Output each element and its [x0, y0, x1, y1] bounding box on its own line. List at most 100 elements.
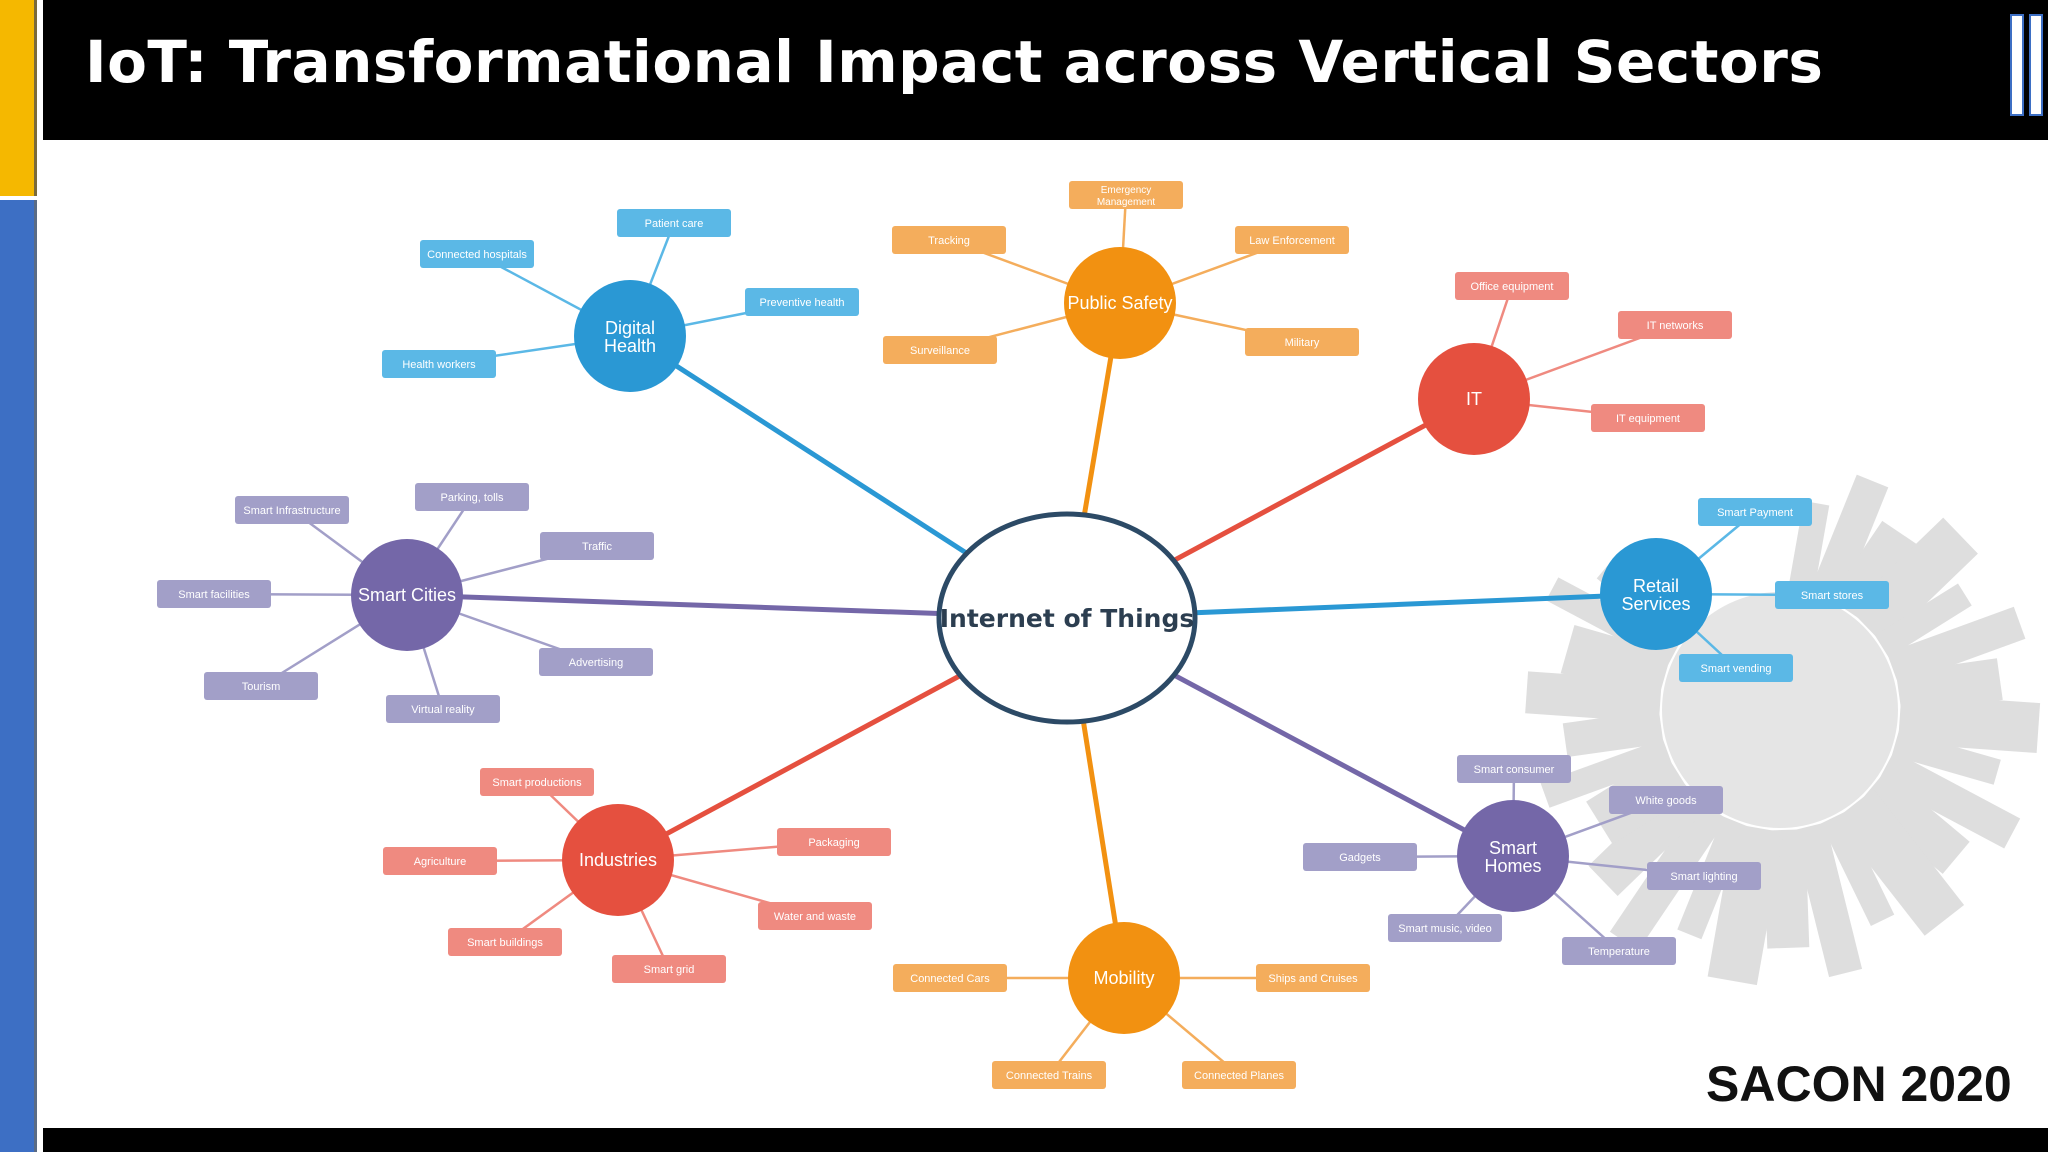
sector-label: Retail [1633, 576, 1679, 596]
leaf-node-smart-homes: Gadgets [1303, 843, 1417, 871]
leaf-label: Health workers [402, 359, 476, 371]
leaf-node-smart-homes: Smart consumer [1457, 755, 1571, 783]
leaf-box [204, 672, 318, 700]
leaf-label: Patient care [645, 218, 704, 230]
leaf-node-smart-homes: Temperature [1562, 937, 1676, 965]
leaf-label: Smart stores [1801, 590, 1864, 602]
city-skyline-decoration [1525, 474, 2041, 986]
leaf-label: Parking, tolls [441, 492, 504, 504]
leaf-label: Surveillance [910, 345, 970, 357]
sector-node-industries: Industries [562, 804, 674, 916]
leaf-node-smart-cities: Traffic [540, 532, 654, 560]
leaf-node-smart-cities: Smart Infrastructure [235, 496, 349, 524]
leaf-node-industries: Smart productions [480, 768, 594, 796]
leaf-box [1182, 1061, 1296, 1089]
leaf-label: Connected Cars [910, 973, 990, 985]
leaf-box [540, 532, 654, 560]
leaf-label: Tourism [242, 681, 281, 693]
leaf-label: Smart productions [492, 777, 582, 789]
leaf-node-it: IT equipment [1591, 404, 1705, 432]
leaf-box [539, 648, 653, 676]
leaf-box [617, 209, 731, 237]
sector-label: Digital [605, 318, 655, 338]
leaf-label: Smart Payment [1717, 507, 1793, 519]
leaf-label: Connected Planes [1194, 1070, 1284, 1082]
leaf-label: Smart Infrastructure [243, 505, 340, 517]
leaf-box [1591, 404, 1705, 432]
leaf-box [480, 768, 594, 796]
leaf-box [1455, 272, 1569, 300]
leaf-label: White goods [1635, 795, 1697, 807]
leaf-label: Temperature [1588, 946, 1650, 958]
leaf-box [1609, 786, 1723, 814]
leaf-node-smart-cities: Advertising [539, 648, 653, 676]
footer-brand: SACON 2020 [1706, 1056, 2012, 1112]
leaf-node-it: IT networks [1618, 311, 1732, 339]
leaf-node-digital-health: Connected hospitals [420, 240, 534, 268]
leaf-node-mobility: Ships and Cruises [1256, 964, 1370, 992]
sector-node-mobility: Mobility [1068, 922, 1180, 1034]
leaf-node-industries: Smart buildings [448, 928, 562, 956]
sector-label: Services [1621, 594, 1690, 614]
leaf-box [992, 1061, 1106, 1089]
sector-circle [1600, 538, 1712, 650]
leaf-label: Military [1285, 337, 1320, 349]
leaf-label: Connected Trains [1006, 1070, 1093, 1082]
leaf-node-public-safety: Military [1245, 328, 1359, 356]
connector-digital-health [628, 333, 969, 556]
leaf-box [1775, 581, 1889, 609]
leaf-label: Smart vending [1701, 663, 1772, 675]
leaf-label: IT networks [1647, 320, 1704, 332]
sector-circle [574, 280, 686, 392]
sector-label: Homes [1484, 856, 1541, 876]
leaf-node-industries: Water and waste [758, 902, 872, 930]
leaf-box [1562, 937, 1676, 965]
sector-label: Mobility [1093, 968, 1154, 988]
leaf-node-mobility: Connected Cars [893, 964, 1007, 992]
leaf-box [883, 336, 997, 364]
leaf-node-public-safety: Tracking [892, 226, 1006, 254]
leaf-label: Management [1097, 197, 1156, 208]
connector-smart-homes [1172, 672, 1515, 859]
leaf-box [420, 240, 534, 268]
sector-node-smart-cities: Smart Cities [351, 539, 463, 651]
leaf-label: Gadgets [1339, 852, 1381, 864]
sector-node-public-safety: Public Safety [1064, 247, 1176, 359]
leaf-box [157, 580, 271, 608]
leaf-label: Emergency [1101, 185, 1152, 196]
leaf-node-public-safety: Surveillance [883, 336, 997, 364]
leaf-label: Smart consumer [1474, 764, 1555, 776]
sector-circle [562, 804, 674, 916]
leaf-box [1256, 964, 1370, 992]
bottom-bar [43, 1128, 2048, 1152]
leaf-box [448, 928, 562, 956]
hub-circle [936, 511, 1198, 725]
leaf-node-digital-health: Preventive health [745, 288, 859, 316]
connector-smart-cities [406, 592, 940, 617]
leaf-box [1457, 755, 1571, 783]
leaf-box [1069, 181, 1183, 209]
leaf-node-smart-homes: Smart music, video [1388, 914, 1502, 942]
leaf-node-mobility: Connected Planes [1182, 1061, 1296, 1089]
leaf-box [383, 847, 497, 875]
leaf-box [1679, 654, 1793, 682]
leaf-node-industries: Packaging [777, 828, 891, 856]
leaf-box [745, 288, 859, 316]
leaf-label: Preventive health [760, 297, 845, 309]
leaf-node-it: Office equipment [1455, 272, 1569, 300]
leaf-label: Packaging [808, 837, 859, 849]
leaf-label: Smart facilities [178, 589, 250, 601]
connector-industries [616, 673, 962, 863]
sector-label: Industries [579, 850, 657, 870]
leaf-box [612, 955, 726, 983]
sector-circle [351, 539, 463, 651]
leaf-node-digital-health: Health workers [382, 350, 496, 378]
leaf-node-retail-services: Smart vending [1679, 654, 1793, 682]
connector-it [1172, 396, 1476, 563]
leaf-label: IT equipment [1616, 413, 1680, 425]
leaf-box [1388, 914, 1502, 942]
slide-title: IoT: Transformational Impact across Vert… [85, 28, 1824, 96]
accent-bar-blue [0, 200, 37, 1152]
